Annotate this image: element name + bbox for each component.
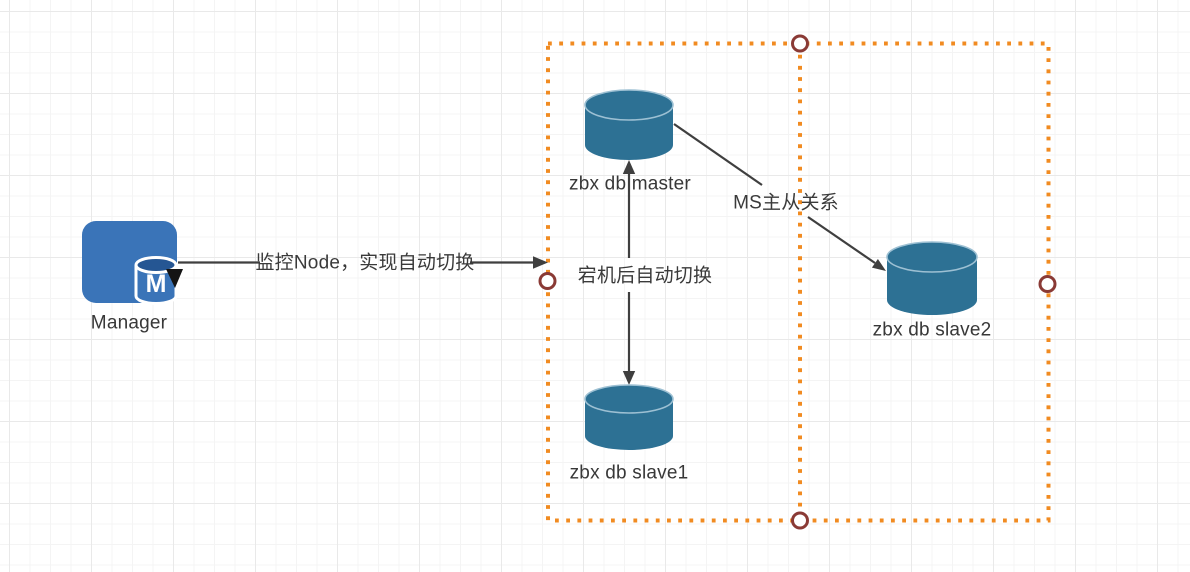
arrowhead-up-icon: [622, 160, 636, 174]
slave2-node-label[interactable]: zbx db slave2: [872, 319, 992, 341]
selection-handle-bottom[interactable]: [791, 511, 809, 530]
slave2-cylinder-icon[interactable]: [886, 241, 978, 315]
master-node-label[interactable]: zbx db master: [569, 173, 691, 195]
edge-label-failover[interactable]: 宕机后自动切换: [577, 265, 713, 287]
manager-mini-cylinder-top: [134, 256, 178, 274]
arrowhead-diagonal-icon: [871, 259, 886, 271]
manager-m-letter: M: [146, 270, 167, 298]
master-cylinder-icon[interactable]: [584, 89, 674, 160]
edge-master-slave1[interactable]: [622, 160, 636, 385]
arrowhead-right-icon: [533, 256, 548, 269]
selection-handle-top[interactable]: [791, 34, 809, 53]
edge-label-ms-replication[interactable]: MS主从关系: [733, 192, 839, 214]
slave1-cylinder-icon[interactable]: [584, 384, 674, 450]
arrowhead-down-icon: [622, 371, 636, 385]
slave1-node-label[interactable]: zbx db slave1: [569, 462, 689, 484]
dropdown-triangle-icon: [166, 269, 183, 288]
edge-master-slave2[interactable]: [673, 123, 886, 271]
edge-manager-to-cluster[interactable]: [178, 256, 548, 269]
selection-handle-right[interactable]: [1038, 275, 1057, 293]
selection-handle-left[interactable]: [538, 272, 557, 290]
manager-node-label[interactable]: Manager: [90, 312, 168, 334]
manager-node-icon[interactable]: M: [82, 221, 183, 305]
edge-label-monitor-node[interactable]: 监控Node，实现自动切换: [255, 252, 475, 274]
